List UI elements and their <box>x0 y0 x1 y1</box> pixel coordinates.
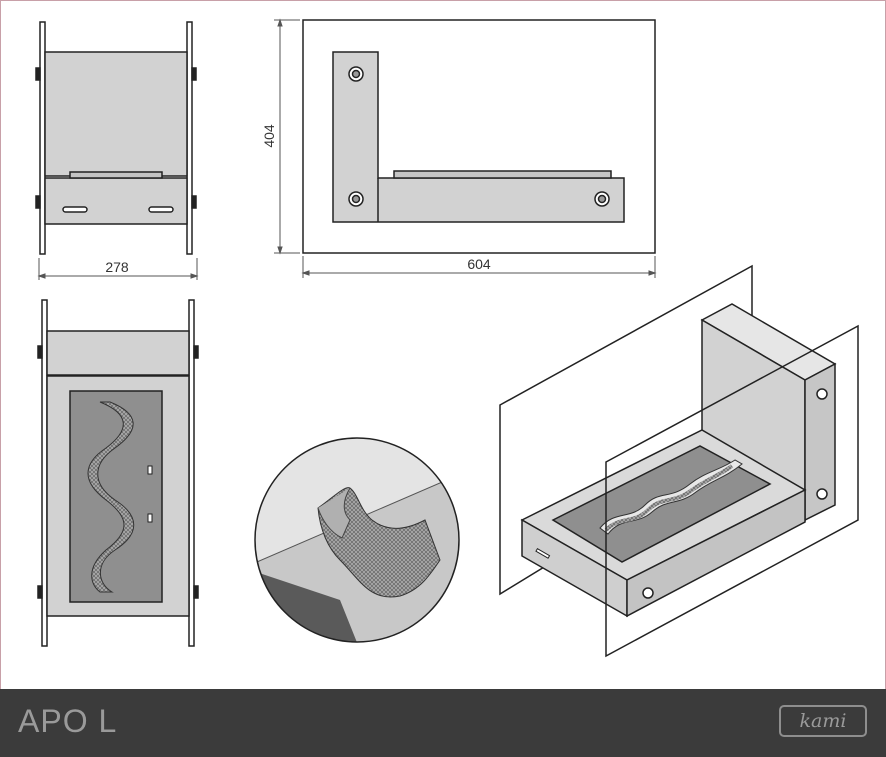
length-dimension-label: 604 <box>467 256 491 272</box>
top-view <box>37 299 199 647</box>
front-view <box>302 19 656 254</box>
width-dimension <box>37 258 199 280</box>
width-dimension-label: 278 <box>105 259 129 275</box>
brand-logo-text: kami <box>799 710 847 732</box>
length-dimension <box>301 256 657 278</box>
isometric-view <box>499 264 859 658</box>
product-title: APO L <box>18 703 118 739</box>
detail-zoom <box>254 437 460 643</box>
technical-drawing: 278 404 604 <box>35 18 859 658</box>
height-dimension-label: 404 <box>261 124 277 148</box>
brand-logo: kami <box>779 705 867 737</box>
height-dimension <box>274 18 300 255</box>
footer-bar: APO L kami <box>0 689 886 757</box>
side-view <box>35 21 197 255</box>
